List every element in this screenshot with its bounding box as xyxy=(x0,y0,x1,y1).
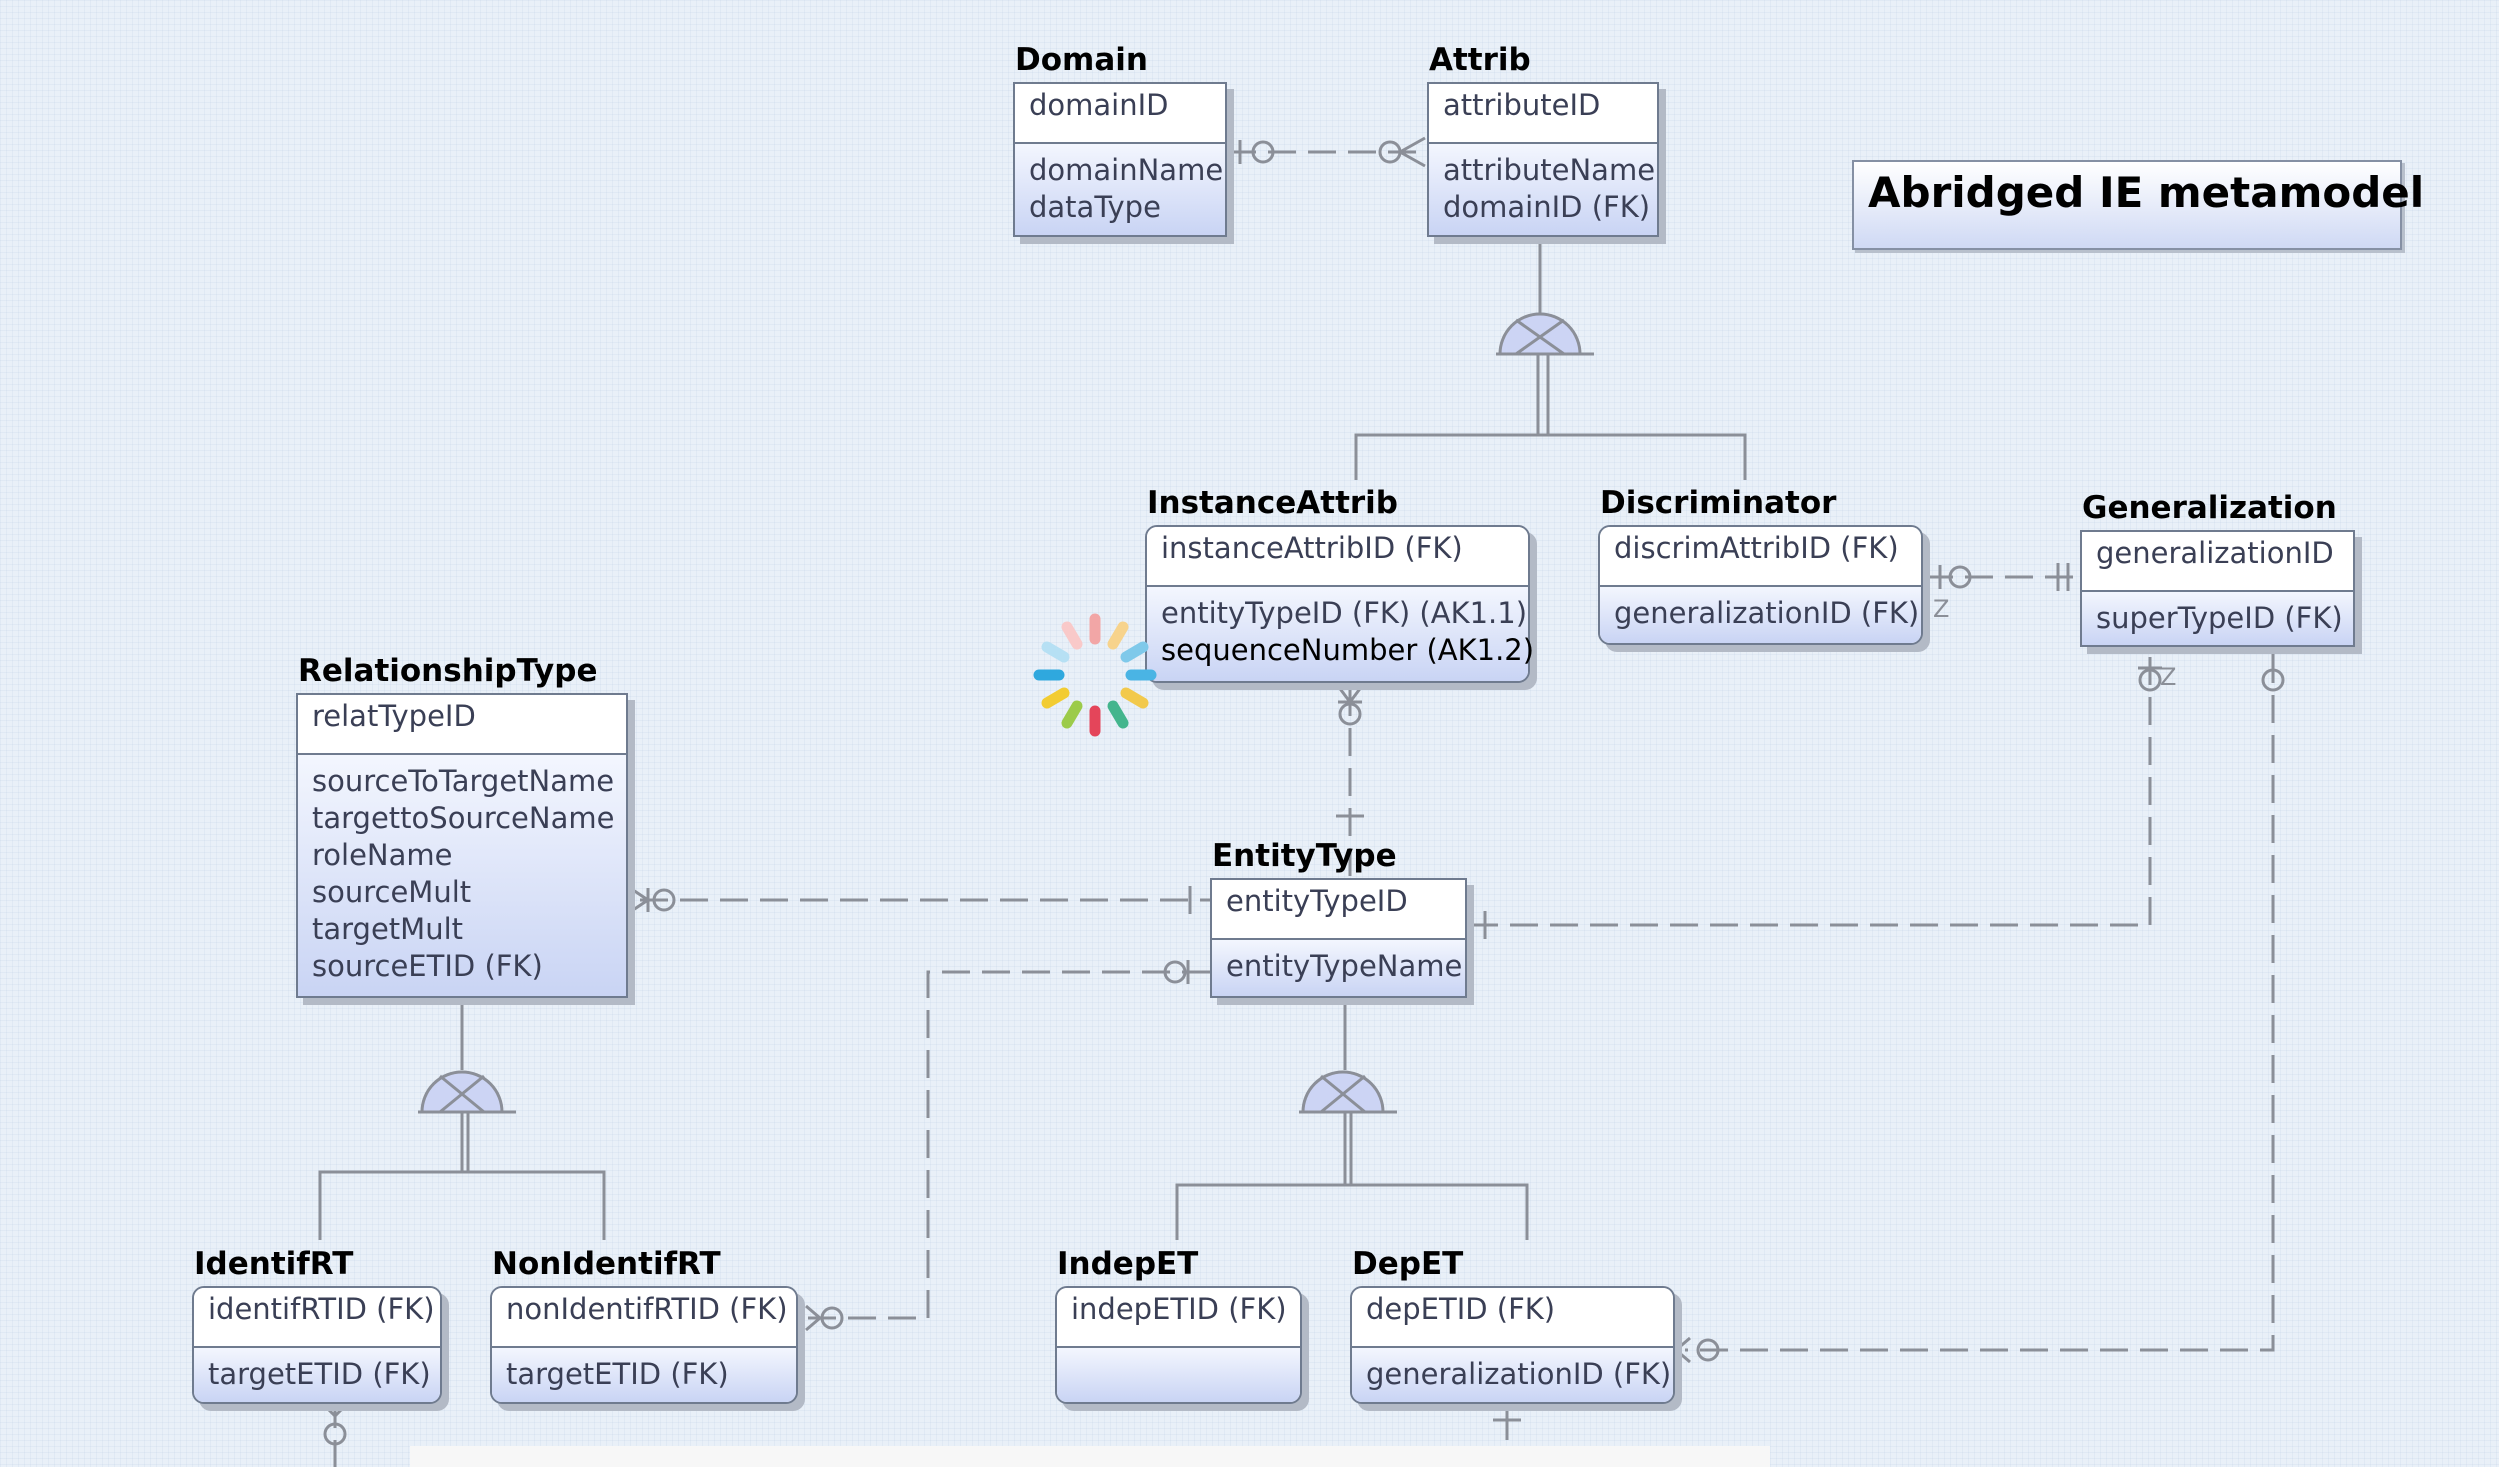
attribute: targetMult xyxy=(312,912,464,946)
empty-attribute-area xyxy=(1057,1348,1300,1402)
attribute: sequenceNumber (AK1.2) xyxy=(1161,633,1535,667)
entity-box: domainID domainName dataType xyxy=(1013,82,1227,237)
attribute: attributeName xyxy=(1443,153,1656,187)
entity-box: nonIdentifRTID (FK) targetETID (FK) xyxy=(490,1286,798,1404)
attribute: sourceETID (FK) xyxy=(312,949,543,983)
key-attribute: identifRTID (FK) xyxy=(208,1292,435,1326)
key-attribute: relatTypeID xyxy=(312,699,476,733)
diagram-title: Abridged IE metamodel xyxy=(1868,168,2425,217)
entity-name: IdentifRT xyxy=(194,1246,354,1282)
attribute: roleName xyxy=(312,838,453,872)
entity-name: RelationshipType xyxy=(298,653,598,689)
entity-box: entityTypeID entityTypeName xyxy=(1210,878,1467,998)
entity-box: discrimAttribID (FK) generalizationID (F… xyxy=(1598,525,1923,645)
entity-depet[interactable]: DepET depETID (FK) generalizationID (FK) xyxy=(1350,1246,1675,1404)
bottom-caption-strip xyxy=(410,1446,1770,1467)
attribute: domainName xyxy=(1029,153,1224,187)
entity-box: relatTypeID sourceToTargetName targettoS… xyxy=(296,693,628,998)
key-attribute: attributeID xyxy=(1443,88,1601,122)
entity-box: attributeID attributeName domainID (FK) xyxy=(1427,82,1659,237)
attribute: domainID (FK) xyxy=(1443,190,1651,224)
attribute: entityTypeName xyxy=(1226,949,1463,983)
entity-instanceattrib[interactable]: InstanceAttrib instanceAttribID (FK) ent… xyxy=(1145,485,1535,683)
entity-name: Generalization xyxy=(2082,490,2337,526)
discriminator-z-label: Z xyxy=(1933,595,1949,623)
diagram-title-box: Abridged IE metamodel xyxy=(1852,160,2424,250)
key-attribute: generalizationID xyxy=(2096,536,2334,570)
entity-box: instanceAttribID (FK) entityTypeID (FK) … xyxy=(1145,525,1535,683)
entity-domain[interactable]: Domain domainID domainName dataType xyxy=(1013,42,1227,237)
attribute: targetETID (FK) xyxy=(208,1357,431,1391)
entity-indepet[interactable]: IndepET indepETID (FK) xyxy=(1055,1246,1302,1404)
entity-box: depETID (FK) generalizationID (FK) xyxy=(1350,1286,1675,1404)
entity-name: DepET xyxy=(1352,1246,1464,1282)
attribute: targetETID (FK) xyxy=(506,1357,729,1391)
attribute: targettoSourceName xyxy=(312,801,615,835)
entity-generalization[interactable]: Generalization generalizationID superTyp… xyxy=(2080,490,2355,647)
entity-name: InstanceAttrib xyxy=(1147,485,1398,521)
entity-name: Attrib xyxy=(1429,42,1531,78)
attribute: dataType xyxy=(1029,190,1161,224)
attribute: entityTypeID (FK) (AK1.1) xyxy=(1161,596,1528,630)
key-attribute: discrimAttribID (FK) xyxy=(1614,531,1899,565)
attribute: superTypeID (FK) xyxy=(2096,601,2343,635)
attribute: generalizationID (FK) xyxy=(1614,596,1920,630)
attribute: sourceToTargetName xyxy=(312,764,615,798)
entity-box: indepETID (FK) xyxy=(1055,1286,1302,1404)
key-attribute: entityTypeID xyxy=(1226,884,1408,918)
entity-attrib[interactable]: Attrib attributeID attributeName domainI… xyxy=(1427,42,1659,237)
attribute: generalizationID (FK) xyxy=(1366,1357,1672,1391)
loading-spinner-icon xyxy=(1033,613,1157,737)
entity-identifrt[interactable]: IdentifRT identifRTID (FK) targetETID (F… xyxy=(192,1246,442,1404)
entity-box: identifRTID (FK) targetETID (FK) xyxy=(192,1286,442,1404)
key-attribute: depETID (FK) xyxy=(1366,1292,1556,1326)
generalization-z-label: Z xyxy=(2160,663,2176,691)
entity-name: EntityType xyxy=(1212,838,1397,874)
entity-entitytype[interactable]: EntityType entityTypeID entityTypeName xyxy=(1210,838,1467,998)
entity-name: Discriminator xyxy=(1600,485,1837,521)
entity-relationshiptype[interactable]: RelationshipType relatTypeID sourceToTar… xyxy=(296,653,628,998)
attribute: sourceMult xyxy=(312,875,472,909)
entity-name: IndepET xyxy=(1057,1246,1199,1282)
entity-name: NonIdentifRT xyxy=(492,1246,721,1282)
entity-discriminator[interactable]: Discriminator discrimAttribID (FK) gener… xyxy=(1598,485,1923,645)
key-attribute: instanceAttribID (FK) xyxy=(1161,531,1463,565)
key-attribute: domainID xyxy=(1029,88,1169,122)
entity-nonidentifrt[interactable]: NonIdentifRT nonIdentifRTID (FK) targetE… xyxy=(490,1246,798,1404)
key-attribute: indepETID (FK) xyxy=(1071,1292,1287,1326)
key-attribute: nonIdentifRTID (FK) xyxy=(506,1292,788,1326)
entity-name: Domain xyxy=(1015,42,1148,78)
entity-box: generalizationID superTypeID (FK) xyxy=(2080,530,2355,647)
